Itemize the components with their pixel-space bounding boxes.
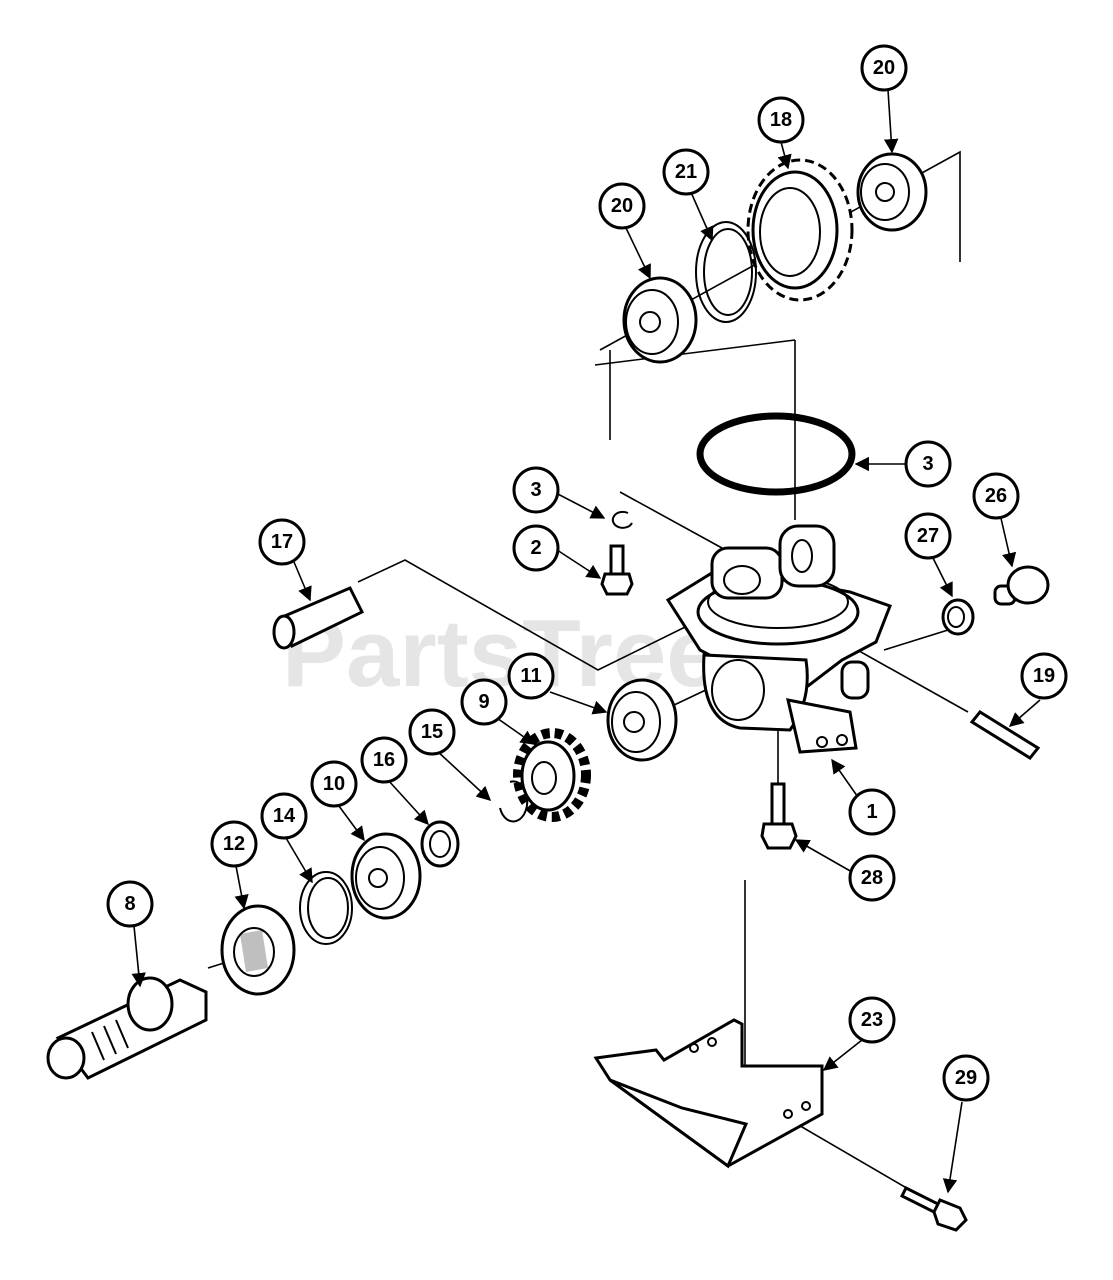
callout-16: 16 <box>360 736 408 784</box>
gear-18 <box>746 158 854 302</box>
callout-label: 16 <box>373 749 395 771</box>
pin-17 <box>272 586 365 650</box>
callout-label: 9 <box>478 691 489 713</box>
callout-19: 19 <box>1020 652 1068 700</box>
washer-16 <box>420 820 460 868</box>
callout-label: 1 <box>866 801 877 823</box>
plug-26 <box>993 565 1050 606</box>
fitting-2 <box>600 544 634 596</box>
seal-12 <box>220 904 296 996</box>
callout-2: 2 <box>512 524 560 572</box>
callout-21: 21 <box>662 148 710 196</box>
callout-29: 29 <box>942 1054 990 1102</box>
callout-27: 27 <box>904 512 952 560</box>
callout-label: 3 <box>530 479 541 501</box>
callout-label: 20 <box>873 57 895 79</box>
callout-3: 3 <box>512 466 560 514</box>
bearing-20-left <box>622 276 698 364</box>
pin-19 <box>969 710 1041 760</box>
callout-14: 14 <box>260 792 308 840</box>
callout-1: 1 <box>848 788 896 836</box>
callout-10: 10 <box>310 760 358 808</box>
callout-label: 26 <box>985 485 1007 507</box>
callout-label: 8 <box>124 893 135 915</box>
callout-label: 28 <box>861 867 883 889</box>
bolt-29 <box>899 1185 968 1232</box>
callout-label: 11 <box>520 665 541 687</box>
callout-26: 26 <box>972 472 1020 520</box>
bearing-11 <box>606 678 678 762</box>
callout-23: 23 <box>848 996 896 1044</box>
callout-6: 3 <box>904 440 952 488</box>
washer-27 <box>941 598 975 636</box>
callout-8: 8 <box>106 880 154 928</box>
callout-12: 12 <box>210 820 258 868</box>
callout-label: 27 <box>917 525 939 547</box>
callout-label: 21 <box>675 161 697 183</box>
callout-20-top: 20 <box>860 44 908 92</box>
callout-label: 20 <box>611 195 633 217</box>
gearbox-housing-1 <box>665 524 892 754</box>
snap-ring-14 <box>299 871 353 945</box>
callout-15: 15 <box>408 708 456 756</box>
leader-arrows <box>131 89 1041 1194</box>
callout-label: 12 <box>223 833 245 855</box>
callout-label: 10 <box>323 773 345 795</box>
callout-label: 18 <box>770 109 792 131</box>
callout-9: 9 <box>460 678 508 726</box>
callout-17: 17 <box>258 518 306 566</box>
callout-11: 11 <box>507 652 555 700</box>
input-shaft-8 <box>46 976 208 1080</box>
callout-label: 23 <box>861 1009 883 1031</box>
snap-ring-21 <box>695 221 757 323</box>
callout-label: 29 <box>955 1067 977 1089</box>
callout-label: 19 <box>1033 665 1055 687</box>
bearing-20-top <box>856 152 928 232</box>
bolt-28 <box>760 782 798 850</box>
bearing-10 <box>350 832 422 920</box>
callout-label: 14 <box>273 805 296 827</box>
callout-label: 17 <box>271 531 293 553</box>
o-ring-6 <box>696 412 856 496</box>
callout-label: 15 <box>421 721 443 743</box>
callout-18: 18 <box>757 96 805 144</box>
callout-28: 28 <box>848 854 896 902</box>
callout-label: 2 <box>530 537 541 559</box>
shield-plate-23 <box>593 1018 824 1169</box>
clip-3 <box>611 510 633 529</box>
snap-ring-15 <box>499 780 529 823</box>
pinion-gear-9 <box>513 728 591 822</box>
callout-label: 3 <box>922 453 933 475</box>
callout-20-left: 20 <box>598 182 646 230</box>
